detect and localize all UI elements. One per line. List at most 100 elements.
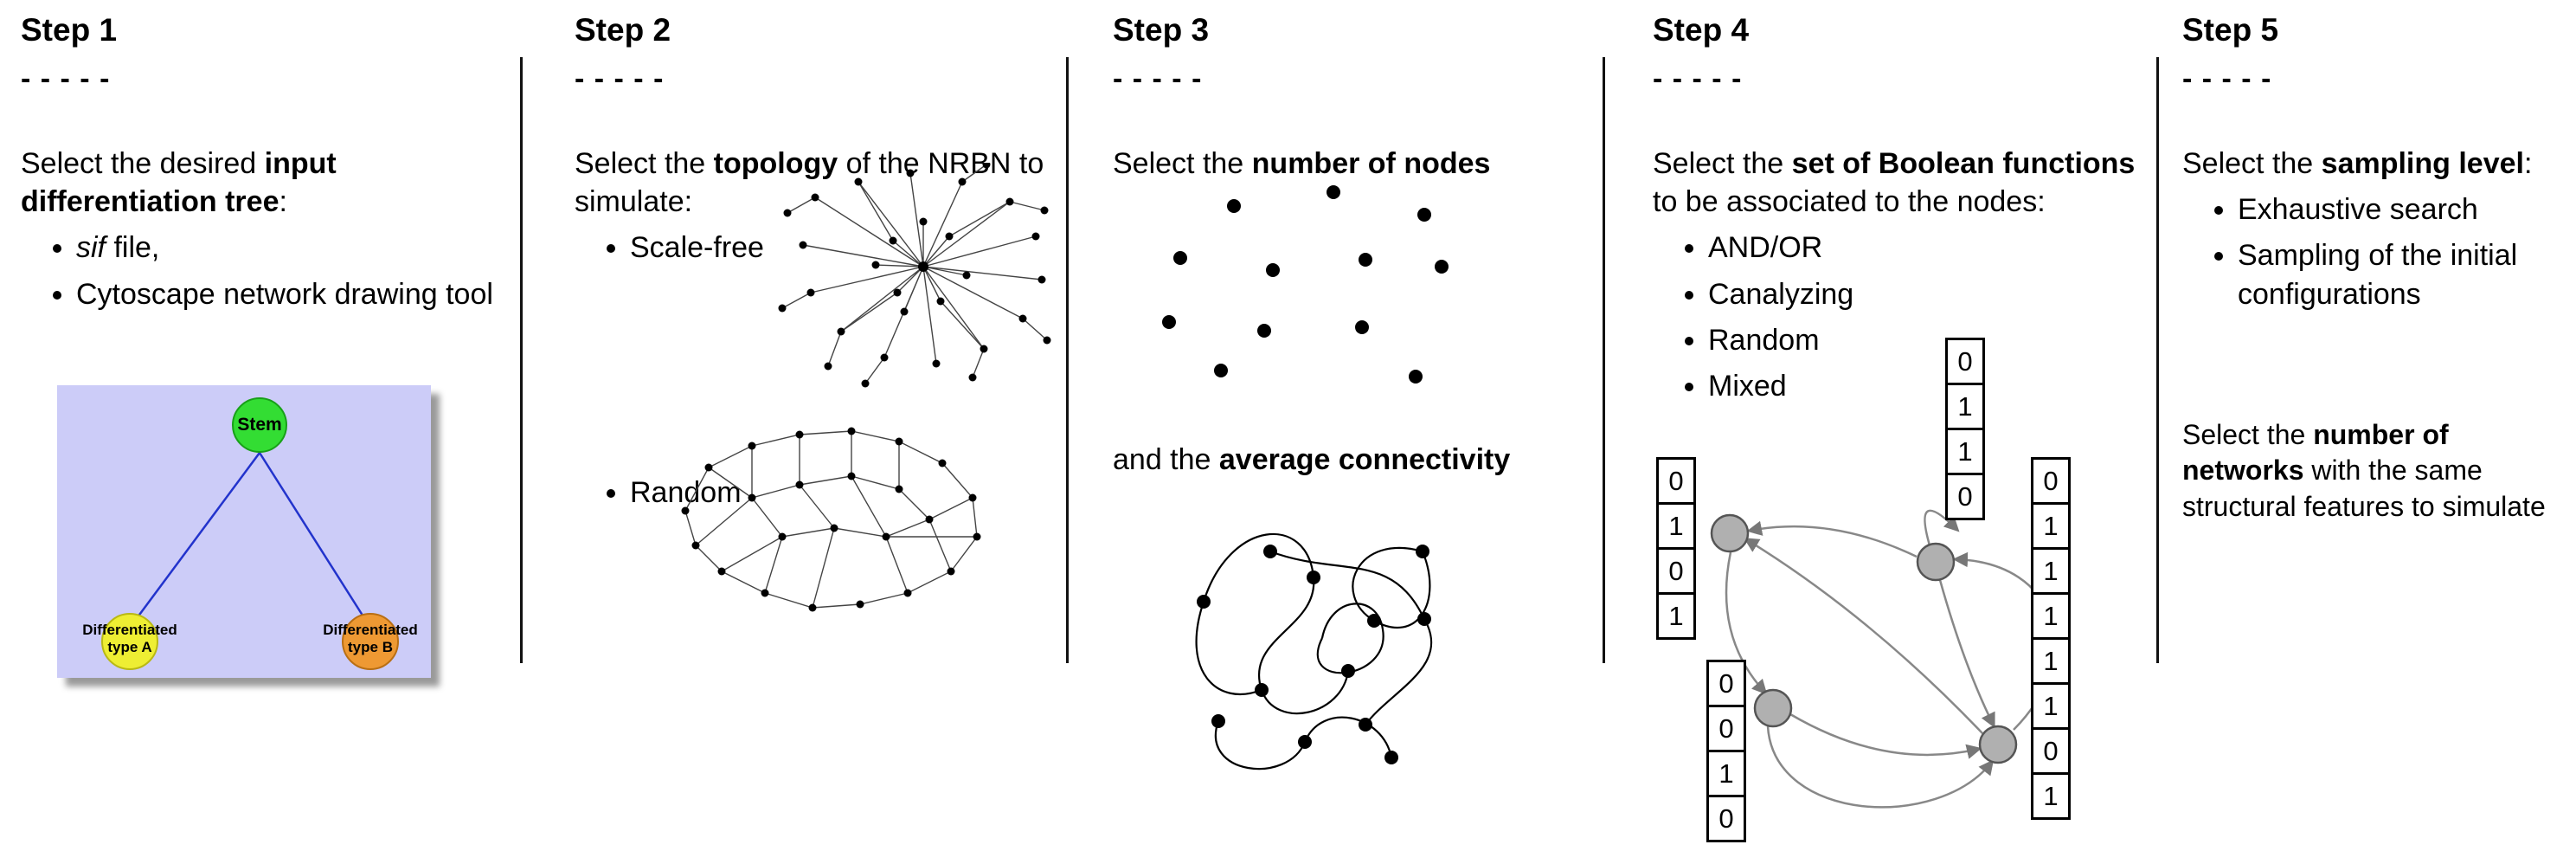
cytoscape-text: Cytoscape network drawing tool: [76, 277, 493, 311]
bullet-and-or: AND/OR: [1708, 229, 2142, 267]
stem-label: Stem: [237, 415, 282, 435]
step-3-column: Step 3 - - - - - Select the number of no…: [1113, 0, 1589, 770]
truth-table-cell: 1: [2031, 772, 2071, 820]
truth-table-cell: 1: [2031, 637, 2071, 685]
and-or-text: AND/OR: [1708, 231, 1823, 265]
step-4-bullet-list: AND/OR Canalyzing Random Mixed: [1653, 229, 2142, 405]
truth-table-cell: 1: [2031, 682, 2071, 730]
intro-bold: topology: [713, 147, 838, 180]
step-5-bullet-list: Exhaustive search Sampling of the initia…: [2182, 190, 2576, 313]
line2-bold: average connectivity: [1218, 443, 1511, 476]
step-3-line1: Select the number of nodes: [1113, 145, 1589, 183]
line1-bold: number of nodes: [1251, 147, 1491, 180]
step-1-bullet-list: sif file, Cytoscape network drawing tool: [21, 229, 505, 313]
intro-pre: Select the: [1653, 147, 1792, 180]
intro-post: to be associated to the nodes:: [1653, 185, 2046, 219]
para2-post: with the same structural features to sim…: [2182, 455, 2546, 522]
differentiated-type-b-node: [342, 613, 399, 670]
bullet-mixed: Mixed: [1708, 367, 2142, 405]
truth-table-cell: 1: [1656, 592, 1696, 640]
truth-table-cell: 1: [1945, 383, 1985, 430]
step-3-dashes: - - - - -: [1113, 62, 1203, 95]
step-3-heading: Step 3: [1113, 12, 1210, 48]
truth-table-cell: 0: [1656, 457, 1696, 505]
column-divider: [2156, 57, 2159, 663]
mixed-text: Mixed: [1708, 369, 1787, 403]
intro-post: of the NRBN to simulate:: [575, 147, 1044, 219]
dots: [1162, 185, 1449, 384]
truth-table-cell: 0: [1706, 660, 1746, 707]
truth-table-cell: 1: [1706, 750, 1746, 797]
sampling-text: Sampling of the initial configurations: [2238, 239, 2518, 311]
step-4-heading: Step 4: [1653, 12, 1750, 48]
para1-pre: Select the: [2182, 147, 2322, 180]
step-2-intro: Select the topology of the NRBN to simul…: [575, 145, 1049, 221]
step-1-column: Step 1 - - - - - Select the desired inpu…: [21, 0, 505, 678]
connectivity-figure: [1195, 532, 1433, 770]
truth-table-cell: 0: [1945, 338, 1985, 385]
stem-node: [232, 397, 287, 453]
truth-table-cell: 0: [1656, 547, 1696, 595]
step-1-intro: Select the desired input differentiation…: [21, 145, 505, 221]
truth-table-left: 0 1 0 1: [1656, 457, 1696, 640]
differentiated-type-a-label: Differentiated type A: [82, 622, 177, 656]
truth-table-cell: 0: [2031, 727, 2071, 775]
tangle-nodes: [1197, 545, 1431, 764]
exhaustive-text: Exhaustive search: [2238, 193, 2478, 227]
tangle-curves: [1195, 532, 1433, 770]
column-divider: [1066, 57, 1069, 663]
intro-bold: set of Boolean functions: [1791, 147, 2136, 180]
scale-free-text: Scale-free: [630, 231, 764, 265]
step-2-dashes: - - - - -: [575, 62, 665, 95]
step-2-heading: Step 2: [575, 12, 671, 48]
differentiation-tree-figure: Stem Differentiated type A Differentiate…: [57, 385, 431, 678]
truth-table-cell: 0: [1706, 795, 1746, 842]
bullet-sampling-initial: Sampling of the initial configurations: [2238, 236, 2576, 313]
line2-pre: and the: [1113, 443, 1219, 476]
bullet-sif-file: sif file,: [76, 229, 505, 267]
truth-table-cell: 1: [1656, 502, 1696, 550]
step-4-dashes: - - - - -: [1653, 62, 1743, 95]
step-5-column: Step 5 - - - - - Select the sampling lev…: [2182, 0, 2576, 525]
step-1-heading: Step 1: [21, 12, 118, 48]
step-4-column: Step 4 - - - - - Select the set of Boole…: [1653, 0, 2142, 842]
intro-pre: Select the: [575, 147, 714, 180]
differentiated-type-b-label: Differentiated type B: [323, 622, 418, 656]
differentiated-type-a-node: [101, 613, 158, 670]
scale-free-network-figure: [778, 163, 1051, 388]
step-4-intro: Select the set of Boolean functions to b…: [1653, 145, 2142, 221]
para1-post: :: [2523, 147, 2533, 180]
bullet-scale-free: Scale-free: [630, 229, 1049, 267]
truth-table-bottom-left: 0 0 1 0: [1706, 660, 1746, 842]
bullet-cytoscape: Cytoscape network drawing tool: [76, 275, 505, 313]
truth-table-cell: 1: [2031, 547, 2071, 595]
truth-table-right: 0 1 1 1 1 1 0 1: [2031, 457, 2071, 820]
sif-text: file,: [106, 231, 160, 265]
truth-table-cell: 0: [1945, 473, 1985, 520]
truth-table-top: 0 1 1 0: [1945, 338, 1985, 520]
truth-table-cell: 1: [2031, 592, 2071, 640]
step-1-dashes: - - - - -: [21, 62, 111, 95]
truth-table-cell: 0: [1706, 705, 1746, 752]
truth-table-cell: 1: [2031, 502, 2071, 550]
step-2-column: Step 2 - - - - - Select the topology of …: [575, 0, 1051, 612]
random-nodes: [681, 427, 981, 612]
column-divider: [1603, 57, 1605, 663]
boolean-network-nodes: [1710, 513, 2018, 764]
step-3-line2: and the average connectivity: [1113, 443, 1510, 477]
random-network-figure: [681, 427, 981, 612]
line1-pre: Select the: [1113, 147, 1252, 180]
sif-italic: sif: [76, 231, 106, 265]
bullet-exhaustive-search: Exhaustive search: [2238, 190, 2576, 229]
tree-edges: [128, 452, 372, 629]
intro-post: :: [279, 185, 287, 219]
truth-table-cell: 1: [1945, 428, 1985, 475]
scale-free-nodes: [778, 163, 1051, 388]
step-5-heading: Step 5: [2182, 12, 2279, 48]
bullet-random: Random: [630, 474, 1049, 512]
boolean-network-edges: [1725, 509, 2056, 809]
step-5-dashes: - - - - -: [2182, 62, 2272, 95]
para1-bold: sampling level: [2321, 147, 2524, 180]
column-divider: [520, 57, 523, 663]
